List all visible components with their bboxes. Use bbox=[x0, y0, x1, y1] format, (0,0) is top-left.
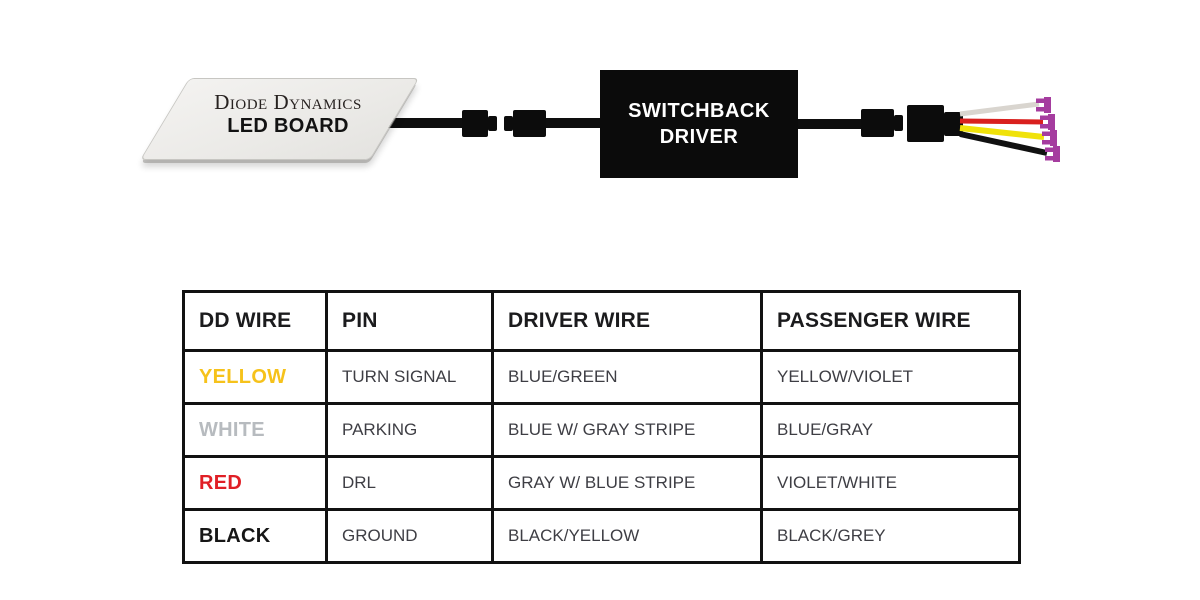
dd-wire-cell: RED bbox=[182, 455, 328, 511]
connector-plug-icon bbox=[462, 110, 488, 137]
pin-cell: TURN SIGNAL bbox=[325, 349, 494, 405]
crimp-terminal-icon bbox=[1036, 97, 1051, 113]
switchback-driver-box: SWITCHBACK DRIVER bbox=[600, 70, 798, 178]
driver-wire-cell: BLACK/YELLOW bbox=[491, 508, 763, 564]
header-dd-wire: DD WIRE bbox=[182, 290, 328, 352]
table-row: YELLOW TURN SIGNAL BLUE/GREEN YELLOW/VIO… bbox=[182, 349, 1021, 405]
driver-box-line1: SWITCHBACK bbox=[628, 100, 770, 122]
dd-wire-cell: BLACK bbox=[182, 508, 328, 564]
pin-cell: GROUND bbox=[325, 508, 494, 564]
led-board-labels: Diode Dynamics LED BOARD bbox=[203, 90, 373, 138]
driver-wire-cell: BLUE/GREEN bbox=[491, 349, 763, 405]
header-pin: PIN bbox=[325, 290, 494, 352]
driver-wire-cell: BLUE W/ GRAY STRIPE bbox=[491, 402, 763, 458]
white-wire bbox=[959, 101, 1040, 117]
dd-wire-cell: YELLOW bbox=[182, 349, 328, 405]
harness-wire-segment bbox=[382, 118, 466, 128]
passenger-wire-cell: YELLOW/VIOLET bbox=[760, 349, 1021, 405]
crimp-terminal-icon bbox=[1040, 114, 1055, 130]
black-wire bbox=[959, 131, 1048, 156]
passenger-wire-cell: BLUE/GRAY bbox=[760, 402, 1021, 458]
connector-socket-tip-icon bbox=[504, 116, 513, 131]
pin-cell: DRL bbox=[325, 455, 494, 511]
connector-plug-icon bbox=[861, 109, 894, 137]
red-wire bbox=[959, 118, 1044, 125]
connector-plug-tip-icon bbox=[894, 115, 903, 131]
harness-wire-segment bbox=[543, 118, 603, 128]
connector-socket-icon bbox=[513, 110, 546, 137]
wire-mapping-table: DD WIRE PIN DRIVER WIRE PASSENGER WIRE Y… bbox=[182, 290, 1021, 564]
crimp-terminal-icon bbox=[1045, 146, 1060, 162]
passenger-wire-cell: BLACK/GREY bbox=[760, 508, 1021, 564]
harness-wire-segment bbox=[796, 119, 866, 129]
pin-cell: PARKING bbox=[325, 402, 494, 458]
header-driver-wire: DRIVER WIRE bbox=[491, 290, 763, 352]
table-header-row: DD WIRE PIN DRIVER WIRE PASSENGER WIRE bbox=[182, 290, 1021, 352]
dd-wire-cell: WHITE bbox=[182, 402, 328, 458]
yellow-wire bbox=[959, 125, 1045, 140]
header-passenger-wire: PASSENGER WIRE bbox=[760, 290, 1021, 352]
table-row: BLACK GROUND BLACK/YELLOW BLACK/GREY bbox=[182, 508, 1021, 564]
driver-wire-cell: GRAY W/ BLUE STRIPE bbox=[491, 455, 763, 511]
led-board-title-text: LED BOARD bbox=[227, 115, 349, 137]
connector-plug-tip-icon bbox=[488, 116, 497, 131]
table-row: RED DRL GRAY W/ BLUE STRIPE VIOLET/WHITE bbox=[182, 455, 1021, 511]
table-row: WHITE PARKING BLUE W/ GRAY STRIPE BLUE/G… bbox=[182, 402, 1021, 458]
led-board-brand-text: Diode Dynamics bbox=[214, 90, 362, 114]
passenger-wire-cell: VIOLET/WHITE bbox=[760, 455, 1021, 511]
connector-socket-icon bbox=[907, 105, 944, 142]
crimp-terminal-icon bbox=[1042, 130, 1057, 146]
output-wire-fan bbox=[959, 97, 1060, 162]
connector-socket-tip-icon bbox=[944, 112, 963, 136]
driver-box-line2: DRIVER bbox=[659, 126, 739, 148]
